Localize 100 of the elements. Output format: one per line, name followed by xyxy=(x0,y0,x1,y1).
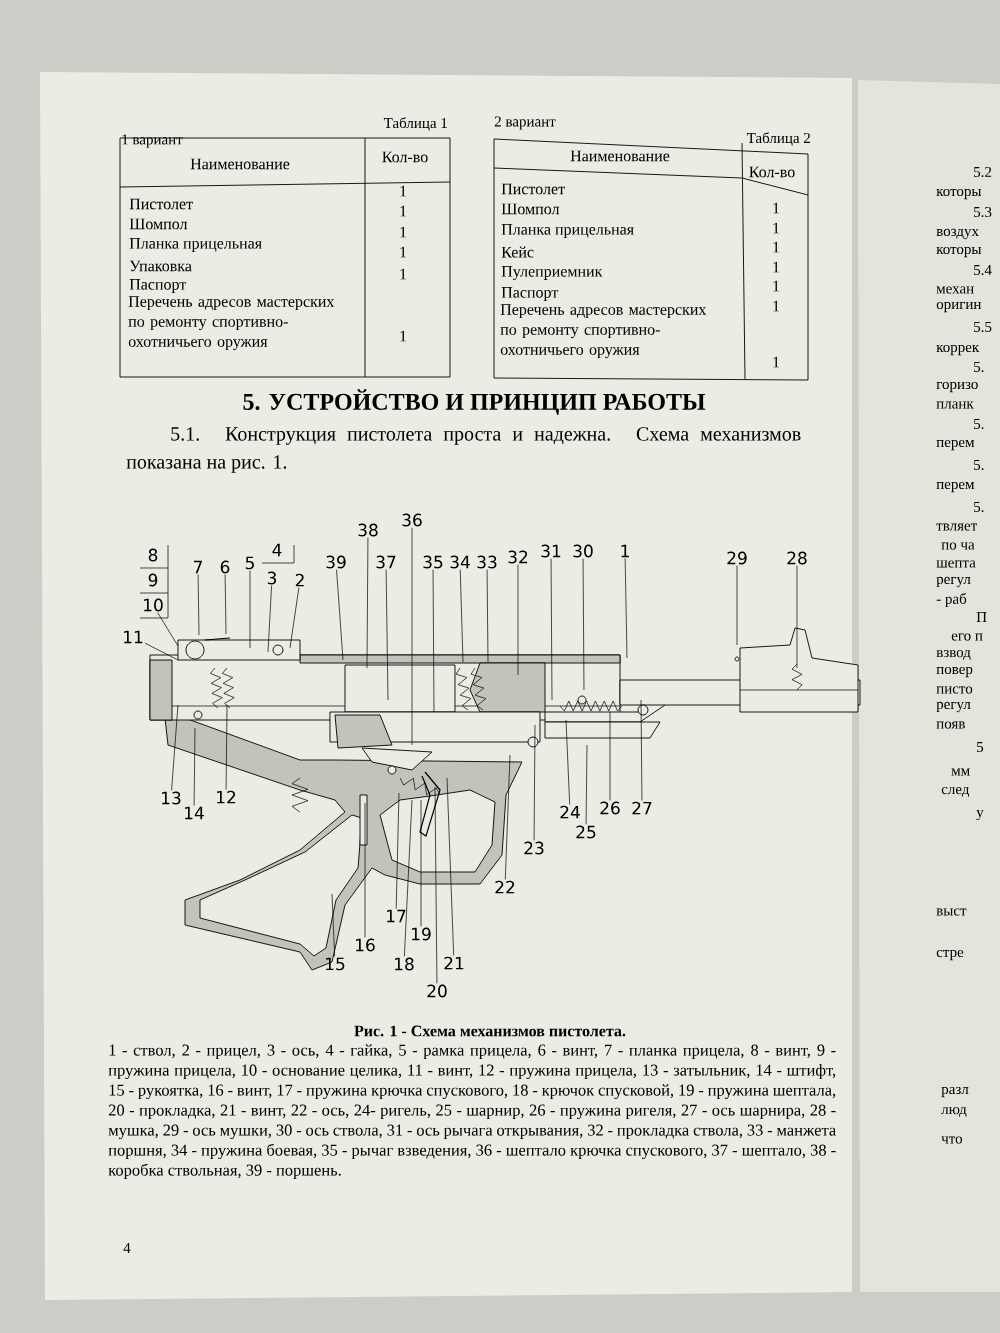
column-header: Наименование xyxy=(190,158,290,170)
callout-number: 18 xyxy=(395,957,414,971)
column-header: Наименование xyxy=(570,150,670,162)
leader-line xyxy=(289,587,300,649)
text-fragment: 5. xyxy=(974,502,984,513)
leader-line xyxy=(486,569,489,663)
legend-paragraph: 1 - ствол, 2 - прицел, 3 - ось, 4 - гайка, 5 - рамка прицела, 6 - винт, 7 - планка прицела, 8 - винт, 9 - пружина прицела, 10 - основание целика, 11 - винт, 12 - пружина прицела, 13 - затыльник, 14 - штифт, 15 - рукоятка, 16 - винт, 17 - пружина крючка спускового, 18 - крючок спусковой, 19 - пружина шептала, 20 - прокладка, 21 - винт, 22 - ось, 24- ригель, 25 - шарнир, 26 - пружина ригеля, 27 - ось шарнира, 28 - мушка, 29 - ось мушки, 30 - ось ствола, 31 - ось рычага открывания, 32 - прокладка ствола, 33 - манжета поршня, 34 - пружина боевая, 35 - рычаг взведения, 36 - шептало крючка спускового, 37 - шептало, 38 - коробка ствольная, 39 - поршень. xyxy=(108,1044,836,1179)
leader-line xyxy=(582,558,585,691)
text-fragment: люд xyxy=(941,1107,967,1117)
table-cell: 1 xyxy=(773,280,780,292)
leader-line xyxy=(533,724,536,841)
leader-line xyxy=(249,570,251,649)
text-fragment: разл xyxy=(941,1086,969,1098)
text-fragment: 5. xyxy=(974,362,984,373)
table-cell: Шомпол xyxy=(129,218,188,230)
callout-number: 16 xyxy=(356,938,375,952)
leader-line xyxy=(640,699,643,801)
table-cell: Кейс xyxy=(501,246,534,258)
leader-line xyxy=(331,893,336,957)
callout-number: 33 xyxy=(477,555,497,569)
text-fragment: след xyxy=(941,787,970,797)
callout-number: 29 xyxy=(727,551,747,565)
callout-number: 6 xyxy=(220,560,230,574)
leader-line xyxy=(385,569,389,701)
table-cell: Планка прицельная xyxy=(501,224,634,238)
table-cell: Перечень адресов мастерских по ремонту спортивно-охотничьего оружия xyxy=(128,296,335,351)
leader-line xyxy=(157,612,179,647)
figure-caption: Рис. 1 - Схема механизмов пистолета. xyxy=(354,1025,626,1037)
text-fragment: регул xyxy=(936,576,971,588)
text-fragment: горизо xyxy=(936,381,978,393)
table-caption: 2 вариант xyxy=(494,116,556,130)
table-cell: 1 xyxy=(400,205,407,217)
text-fragment: мм xyxy=(951,768,970,776)
text-fragment: у xyxy=(976,809,984,821)
text-fragment: твляет xyxy=(936,523,977,531)
leader-line xyxy=(144,642,179,661)
text-fragment: по ча xyxy=(941,542,975,550)
callout-number: 27 xyxy=(632,801,652,815)
callout-number: 12 xyxy=(217,790,236,804)
leader-line xyxy=(225,704,228,790)
callout-number: 3 xyxy=(267,571,277,585)
callout-number: 25 xyxy=(576,825,596,839)
callout-number: 30 xyxy=(573,544,593,558)
leader-line xyxy=(366,537,369,669)
text-fragment: стре xyxy=(936,949,964,961)
body-paragraph: 5.1. Конструкция пистолета проста и надежна. Схема механизмов показана на рис. 1. xyxy=(126,427,801,473)
table-cell: 1 xyxy=(400,226,407,238)
table-cell: 1 xyxy=(773,241,780,253)
callout-number: 31 xyxy=(541,544,561,558)
callout-number: 8 xyxy=(148,548,158,562)
table-cell: 1 xyxy=(773,300,780,312)
text-fragment: повер xyxy=(936,666,973,678)
callout-number: 28 xyxy=(787,551,807,565)
table-cell: Упаковка xyxy=(129,260,192,272)
leader-line xyxy=(267,585,272,653)
callout-number: 5 xyxy=(245,556,254,570)
callout-number: 23 xyxy=(524,841,544,855)
text-fragment: которы xyxy=(936,188,982,200)
leader-line xyxy=(404,799,413,957)
table-cell: Пистолет xyxy=(129,198,193,210)
leader-line xyxy=(434,786,438,984)
text-fragment: 5. xyxy=(974,419,984,430)
callout-number: 20 xyxy=(427,984,447,998)
text-fragment: воздух xyxy=(936,228,979,240)
table-caption: Таблица 1 xyxy=(383,117,447,131)
callout-number: 15 xyxy=(326,957,345,971)
table-caption: 1 вариант xyxy=(122,134,183,148)
callout-number: 7 xyxy=(194,560,202,574)
leader-line xyxy=(550,558,553,701)
text-fragment: его п xyxy=(951,633,983,641)
table-cell: 1 xyxy=(773,222,780,234)
text-fragment: 5. xyxy=(974,460,984,471)
leader-line xyxy=(624,558,628,659)
callout-number: 36 xyxy=(402,513,422,527)
leader-line xyxy=(796,565,798,669)
callout-number: 24 xyxy=(560,805,580,819)
callout-number: 14 xyxy=(185,806,204,820)
leader-line xyxy=(364,802,366,938)
text-fragment: появ xyxy=(936,721,965,729)
section-heading: 5. УСТРОЙСТВО И ПРИНЦИП РАБОТЫ xyxy=(243,389,706,415)
callout-number: 26 xyxy=(600,801,620,815)
table-cell: Пистолет xyxy=(501,183,565,195)
text-fragment: 5.2 xyxy=(974,166,992,178)
text-fragment: шепта xyxy=(936,560,976,568)
text-fragment: которы xyxy=(936,246,982,258)
text-fragment: перем xyxy=(936,481,975,493)
callout-number: 2 xyxy=(295,573,304,587)
callout-number: 34 xyxy=(450,555,470,569)
text-fragment: регул xyxy=(936,701,971,713)
callout-number: 37 xyxy=(376,555,396,569)
table-cell: Планка прицельная xyxy=(129,238,262,252)
table-cell: 1 xyxy=(773,261,780,273)
callout-number: 39 xyxy=(326,555,346,569)
leader-line xyxy=(193,727,196,806)
column-header: Кол-во xyxy=(749,166,795,178)
text-fragment: оригин xyxy=(936,301,982,313)
callout-number: 1 xyxy=(621,544,629,558)
callout-number: 35 xyxy=(423,555,443,569)
callout-number: 10 xyxy=(144,598,163,612)
callout-number: 32 xyxy=(508,550,528,564)
